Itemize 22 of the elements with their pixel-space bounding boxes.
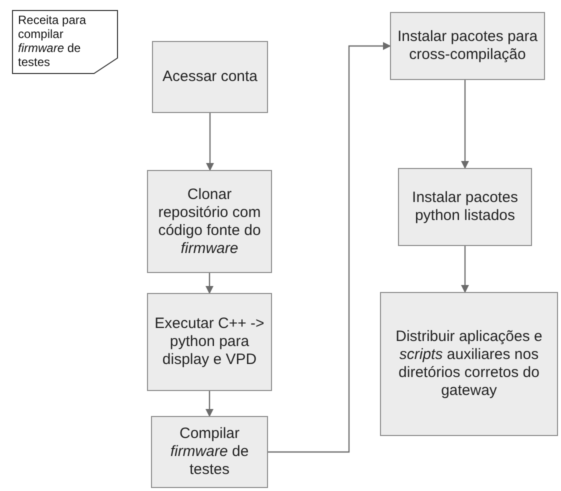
step-text: Acessar conta [162, 68, 258, 86]
arrow [206, 273, 214, 294]
arrow [461, 246, 469, 293]
step-text: Instalar pacotes python listados [411, 189, 519, 225]
process-box [398, 168, 532, 246]
note-box [12, 10, 118, 74]
process-box [390, 12, 545, 80]
arrow [268, 42, 391, 453]
arrow [461, 80, 469, 169]
process-box [151, 416, 268, 488]
step-text: Clonar repositório com código fonte do firmware [157, 186, 262, 258]
process-box [147, 170, 272, 273]
step-text: Compilar firmware de testes [169, 425, 250, 479]
step-text: Distribuir aplicações e scripts auxiliares nos diretórios corretos do gateway [394, 328, 544, 400]
process-box [152, 41, 268, 113]
note-text: Receita para compilar firmware de testes [18, 13, 88, 69]
step-text: Instalar pacotes para cross-compilação [396, 28, 539, 64]
step-text: Executar C++ -> python para display e VPD [154, 315, 266, 369]
arrow [206, 113, 214, 171]
process-box [380, 292, 558, 436]
arrow [206, 391, 214, 417]
process-box [147, 293, 272, 391]
